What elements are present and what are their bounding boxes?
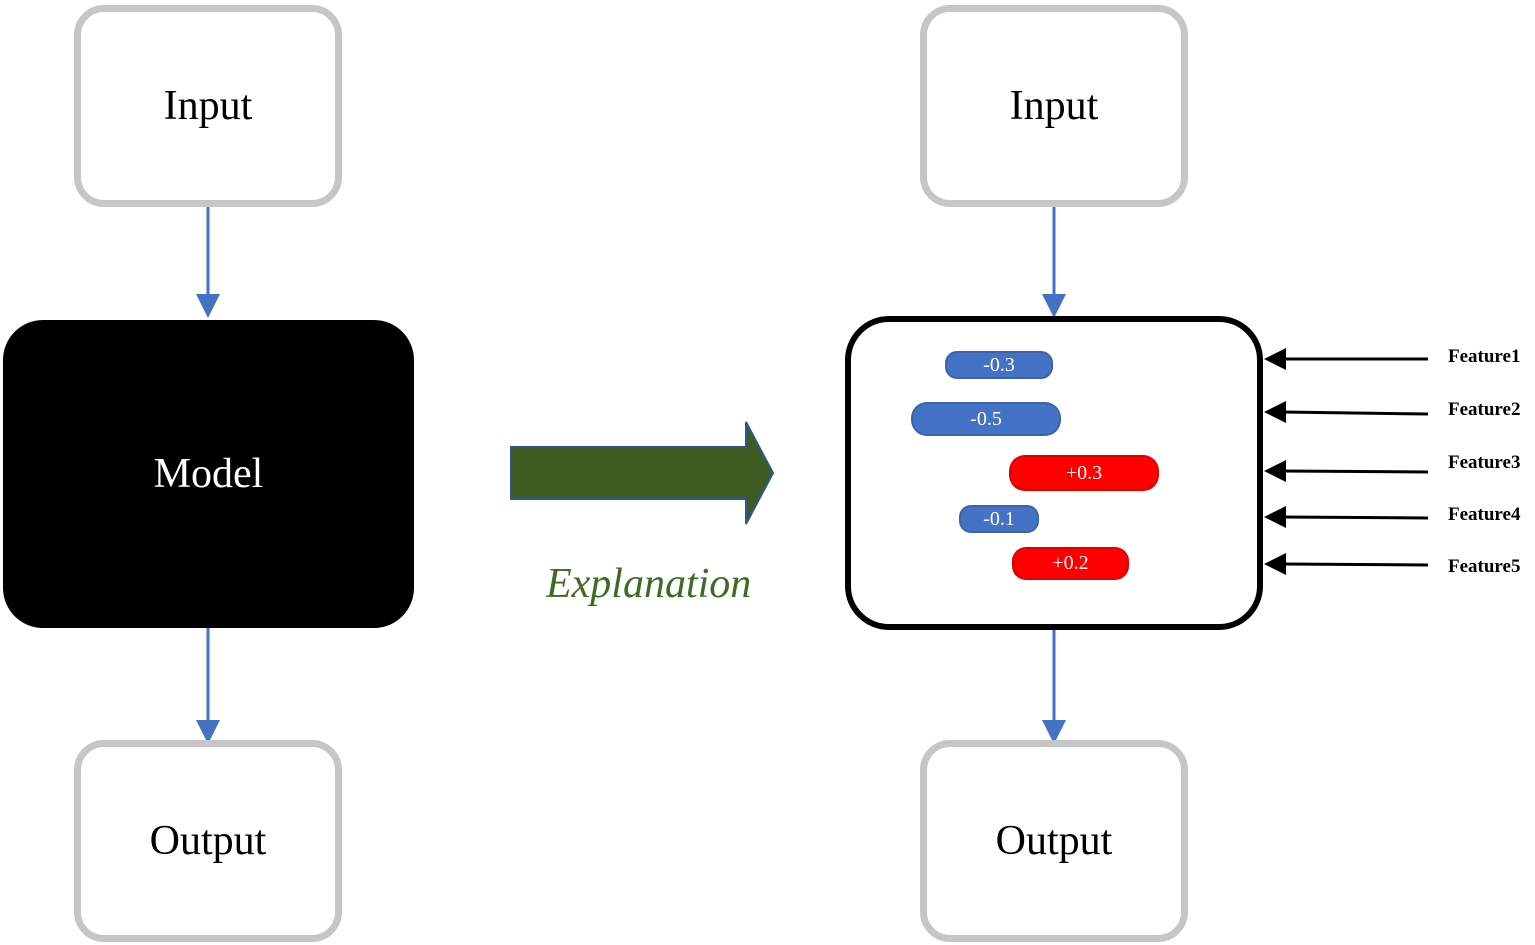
feature4-contribution-bar: -0.1 <box>959 505 1039 533</box>
right-output-box: Output <box>920 740 1188 942</box>
left-model-to-output-arrow <box>196 628 220 744</box>
explainer-box <box>845 316 1263 630</box>
feature5-arrow <box>1264 553 1429 575</box>
right-input-box: Input <box>920 5 1188 207</box>
model-label: Model <box>153 451 264 497</box>
feature4-value: -0.1 <box>983 507 1015 530</box>
feature5-contribution-bar: +0.2 <box>1012 547 1129 580</box>
left-input-label: Input <box>163 83 253 129</box>
left-output-box: Output <box>74 740 342 942</box>
left-input-box: Input <box>74 5 342 207</box>
right-input-label: Input <box>1009 83 1099 129</box>
explanation-arrow <box>510 421 775 525</box>
feature2-arrow <box>1264 401 1429 423</box>
feature3-label: Feature3 <box>1448 452 1521 473</box>
feature2-value: -0.5 <box>970 407 1002 430</box>
feature2-label: Feature2 <box>1448 399 1521 420</box>
right-input-to-explainer-arrow <box>1042 204 1066 318</box>
feature1-label: Feature1 <box>1448 346 1521 367</box>
feature2-contribution-bar: -0.5 <box>911 402 1061 436</box>
left-output-label: Output <box>149 818 267 864</box>
feature3-arrow <box>1264 460 1429 482</box>
model-box: Model <box>3 320 414 628</box>
feature5-value: +0.2 <box>1052 552 1089 574</box>
feature3-contribution-bar: +0.3 <box>1009 455 1159 491</box>
feature1-value: -0.3 <box>983 353 1015 376</box>
explanation-label: Explanation <box>546 561 752 607</box>
feature3-value: +0.3 <box>1065 461 1103 484</box>
right-output-label: Output <box>995 818 1113 864</box>
right-explainer-to-output-arrow <box>1042 628 1066 744</box>
feature4-label: Feature4 <box>1448 504 1521 525</box>
left-input-to-model-arrow <box>196 204 220 318</box>
feature1-arrow <box>1264 348 1428 370</box>
feature5-label: Feature5 <box>1448 556 1521 577</box>
feature1-contribution-bar: -0.3 <box>945 351 1053 379</box>
feature4-arrow <box>1264 506 1429 528</box>
